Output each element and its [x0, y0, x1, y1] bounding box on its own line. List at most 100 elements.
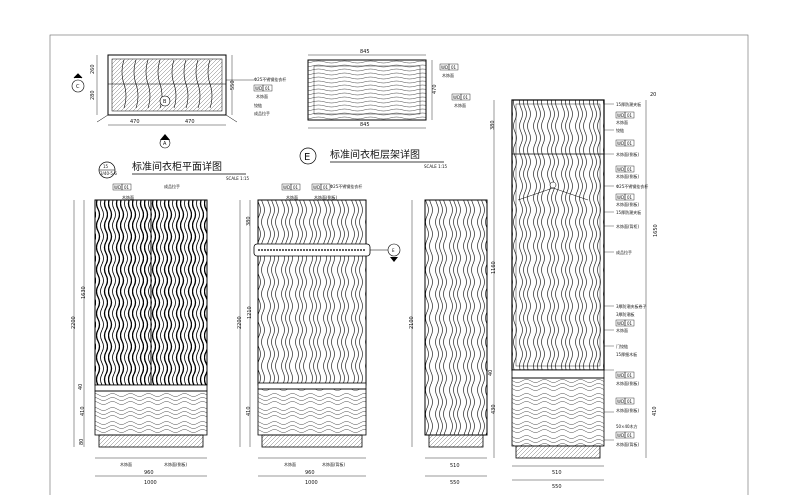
svg-text:01: 01 [323, 185, 329, 190]
svg-text:木饰面: 木饰面 [256, 93, 268, 99]
svg-text:WD: WD [617, 195, 624, 200]
dim-shelf-width-top: 845 [360, 49, 370, 55]
plan-sheet-ref: 3/40-5-6 [100, 171, 117, 176]
dim-drawer-height: 410 [80, 406, 86, 416]
svg-text:01: 01 [293, 185, 299, 190]
plan-hinge-label: 铰链 [254, 102, 262, 108]
elev2-rod-label: Φ25不锈钢挂衣杆 [330, 183, 362, 189]
svg-text:木饰面: 木饰面 [442, 72, 454, 78]
plan-detail-number: 15 [103, 164, 109, 169]
sec-wd-tag-1: WD 01 木饰面 [615, 111, 635, 125]
svg-text:01: 01 [627, 399, 633, 404]
elev1-handle-label: 成品拉手 [164, 183, 180, 189]
dim-half-width: 960 [144, 470, 154, 476]
sheet-border [49, 34, 749, 495]
plan-title: 标准间衣柜平面详图 [132, 160, 222, 173]
marker-c: C [76, 84, 80, 90]
sec-hinge-label: 铰链 [616, 127, 624, 133]
sec-wd-tag-7: WD 01 木饰面(侧板) [615, 397, 640, 413]
svg-text:01: 01 [627, 195, 633, 200]
dim-rod-height: 1210 [247, 306, 253, 319]
sec-board3b: 3厚防潮板 [616, 311, 635, 317]
svg-text:01: 01 [627, 433, 633, 438]
svg-text:WD: WD [283, 185, 290, 190]
dim-plan-d3: 550 [230, 80, 236, 90]
marker-b: B [163, 99, 167, 105]
dim-sec-depth: 510 [552, 470, 562, 476]
sec-veneer-back: 木饰面(背柜) [616, 223, 640, 229]
shelf-detail-letter: E [304, 152, 310, 163]
sec-board3: 3厚防潮夹板卷子 [616, 303, 647, 309]
svg-text:木饰面(侧板): 木饰面(侧板) [616, 151, 640, 157]
sec-handle-label: 成品拉手 [616, 249, 632, 255]
svg-text:木饰面(侧板): 木饰面(侧板) [616, 380, 640, 386]
sec-door-hinge: 门铰链 [616, 343, 628, 349]
dim-plan-d1: 260 [90, 64, 96, 74]
dim-sec-40: 40 [488, 370, 494, 376]
svg-text:01: 01 [463, 95, 469, 100]
dim-base-height: 80 [79, 439, 85, 445]
plan-scale: SCALE 1:15 [226, 176, 250, 181]
dim-side-total: 2100 [409, 316, 415, 329]
sec-wd-tag-2: WD 01 木饰面(侧板) [615, 139, 640, 157]
dim-sec-low: 430 [491, 404, 497, 414]
svg-text:WD: WD [617, 373, 624, 378]
svg-text:WD: WD [617, 113, 624, 118]
dim-upper-height: 1630 [81, 286, 87, 299]
shelf-scale: SCALE 1:15 [424, 164, 448, 169]
shelf-title: 标准间衣柜层架详图 [330, 148, 420, 161]
sec-rod-label: Φ25不锈钢挂衣杆 [616, 183, 648, 189]
sec-board15-top: 15厚防潮夹板 [616, 101, 641, 107]
sec-board15-low: 15厚细木板 [616, 351, 637, 357]
dim-top-height: 380 [246, 216, 252, 226]
elevation-interior: 2200 380 1210 410 960 1000 E WD 01 木饰面 W… [237, 183, 401, 486]
svg-text:木饰面(背板): 木饰面(背板) [616, 441, 640, 447]
svg-text:WD: WD [313, 185, 320, 190]
dim-sec-mid: 1160 [491, 261, 497, 274]
dim-sec-20: 20 [650, 92, 656, 98]
svg-text:WD: WD [617, 399, 624, 404]
svg-text:01: 01 [451, 65, 457, 70]
dim-total-width-2: 1000 [305, 480, 318, 486]
svg-text:木饰面(侧板): 木饰面(侧板) [616, 173, 640, 179]
svg-text:WD: WD [441, 65, 448, 70]
svg-text:木饰面: 木饰面 [286, 194, 298, 200]
dim-side-depth: 510 [450, 463, 460, 469]
sec-wd-tag-3: WD 01 木饰面(侧板) [615, 165, 640, 179]
svg-text:木饰面(侧板): 木饰面(侧板) [314, 194, 338, 200]
svg-text:WD: WD [114, 185, 121, 190]
wardrobe-plan-view: A B C 470 470 260 280 550 Φ25不锈钢挂衣杆 WD 0… [71, 54, 286, 181]
dim-side-depth-2: 550 [450, 480, 460, 486]
svg-text:01: 01 [627, 113, 633, 118]
svg-text:Φ25不锈钢挂衣杆: Φ25不锈钢挂衣杆 [254, 76, 286, 82]
dim-half-width-2: 960 [305, 470, 315, 476]
dim-sec-drawer: 410 [652, 406, 658, 416]
svg-text:WD: WD [453, 95, 460, 100]
svg-text:01: 01 [627, 321, 633, 326]
svg-text:01: 01 [627, 373, 633, 378]
svg-text:木饰面: 木饰面 [616, 327, 628, 333]
dim-shelf-width-bottom: 845 [360, 122, 370, 128]
shelf-detail-view: 845 845 470 WD 01 木饰面 WD 01 木饰面 E 标准间衣柜层… [299, 49, 471, 169]
elev1-bottom-veneer-face: 木饰面(侧板) [164, 461, 188, 467]
elevation-side: 2100 510 550 [409, 199, 488, 486]
sec-wd-tag-4: WD 01 木饰面(侧板) [615, 193, 640, 207]
sec-timber: 50×40木方 [616, 423, 638, 429]
dim-sec-h2: 1650 [653, 224, 659, 237]
dim-plan-left: 470 [130, 119, 140, 125]
svg-text:木饰面: 木饰面 [122, 194, 134, 200]
elev2-bottom-veneer: 木饰面 [284, 461, 296, 467]
plan-wd-tag: WD 01 木饰面 [253, 84, 273, 99]
dim-total-height-2: 2200 [237, 316, 243, 329]
dim-plan-d2: 280 [90, 90, 96, 100]
plan-handle-label: 成品拉手 [254, 110, 270, 116]
svg-text:WD: WD [617, 433, 624, 438]
sec-wd-tag-8: WD 01 木饰面(背板) [615, 431, 640, 447]
elev2-bottom-back: 木饰面(背板) [322, 461, 346, 467]
elev1-wd-tag: WD 01 木饰面 [112, 183, 134, 200]
dim-shelf-depth: 470 [432, 84, 438, 94]
svg-text:木饰面(侧板): 木饰面(侧板) [616, 407, 640, 413]
svg-text:01: 01 [124, 185, 130, 190]
svg-text:01: 01 [627, 167, 633, 172]
